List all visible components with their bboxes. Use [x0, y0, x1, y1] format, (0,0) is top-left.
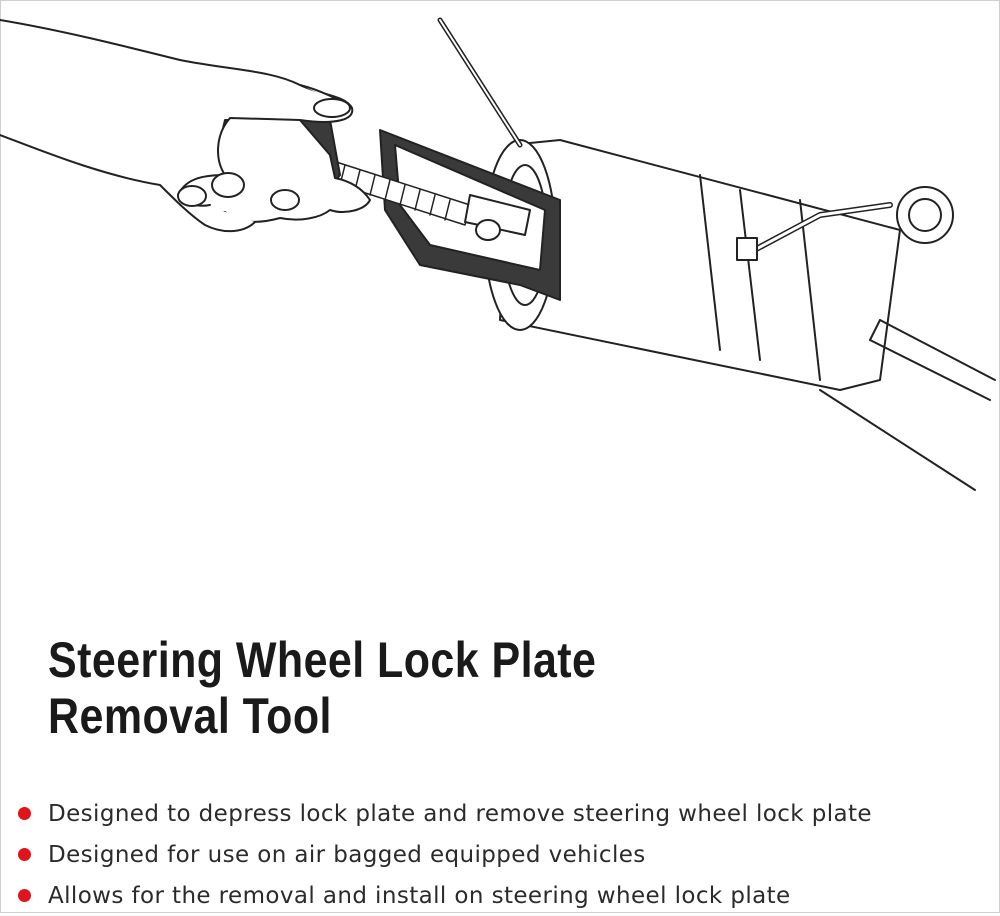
hand-outline	[0, 19, 371, 233]
list-item: Designed to depress lock plate and remov…	[18, 793, 978, 834]
title-line-1: Steering Wheel Lock Plate	[48, 632, 597, 688]
feature-list: Designed to depress lock plate and remov…	[18, 793, 978, 916]
tool-illustration	[0, 17, 996, 491]
bullet-dot-icon	[18, 807, 31, 820]
bullet-dot-icon	[18, 889, 31, 902]
title-line-2: Removal Tool	[48, 688, 332, 744]
feature-text: Designed for use on air bagged equipped …	[48, 841, 646, 868]
feature-text: Allows for the removal and install on st…	[48, 882, 791, 909]
bullet-dot-icon	[18, 848, 31, 861]
product-title: Steering Wheel Lock Plate Removal Tool	[48, 632, 822, 744]
list-item: Designed for use on air bagged equipped …	[18, 834, 978, 875]
list-item: Allows for the removal and install on st…	[18, 875, 978, 916]
feature-text: Designed to depress lock plate and remov…	[48, 800, 872, 827]
